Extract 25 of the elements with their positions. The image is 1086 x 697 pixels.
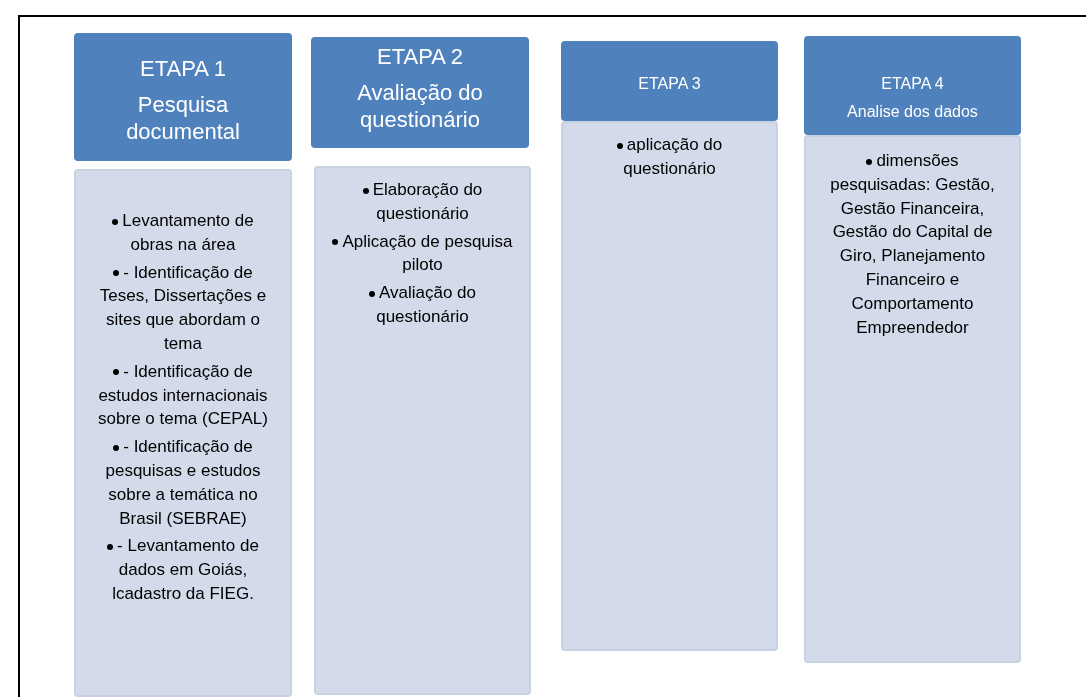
- bullet-item: Levantamento de obras na área: [92, 209, 274, 257]
- stage-body: [561, 121, 778, 651]
- stage-number: ETAPA 1: [139, 55, 227, 83]
- stage-number: ETAPA 4: [880, 74, 945, 94]
- stage-title: Pesquisa documental: [125, 90, 241, 146]
- bullet-item: dimensões pesquisadas: Gestão, Gestão Financeira, Gestão do Capital de Giro, Planejamento Financeiro e Comportamento Empreendedor: [829, 150, 996, 339]
- stage-body: [74, 169, 292, 697]
- stage-title: Analise dos dados: [846, 102, 979, 122]
- stage-header: [561, 41, 778, 121]
- bullet-item: Aplicação de pesquisa piloto: [332, 229, 513, 278]
- stage-body: [314, 166, 531, 695]
- bullet-item: - Identificação de estudos internacionais sobre o tema (CEPAL): [97, 360, 269, 431]
- bullet-item: aplicação do questionário: [579, 133, 760, 181]
- bullet-item: Elaboração do questionário: [332, 178, 513, 226]
- stage-header: [804, 36, 1021, 135]
- stage-number: ETAPA 2: [376, 43, 464, 71]
- stage-header: [74, 33, 292, 161]
- stage-body: [804, 135, 1021, 663]
- bullet-item: - Identificação de Teses, Dissertações e sites que abordam o tema: [98, 261, 268, 355]
- bullet-item: - Identificação de pesquisas e estudos sobre a temática no Brasil (SEBRAE): [104, 436, 262, 530]
- bullet-item: Avaliação do questionário: [332, 281, 513, 329]
- stage-number: ETAPA 3: [637, 74, 702, 94]
- stage-title: Avaliação do questionário: [356, 78, 484, 134]
- stage-header: [311, 37, 529, 148]
- bullet-item: - Levantamento de dados em Goiás, lcadastro da FIEG.: [92, 534, 274, 606]
